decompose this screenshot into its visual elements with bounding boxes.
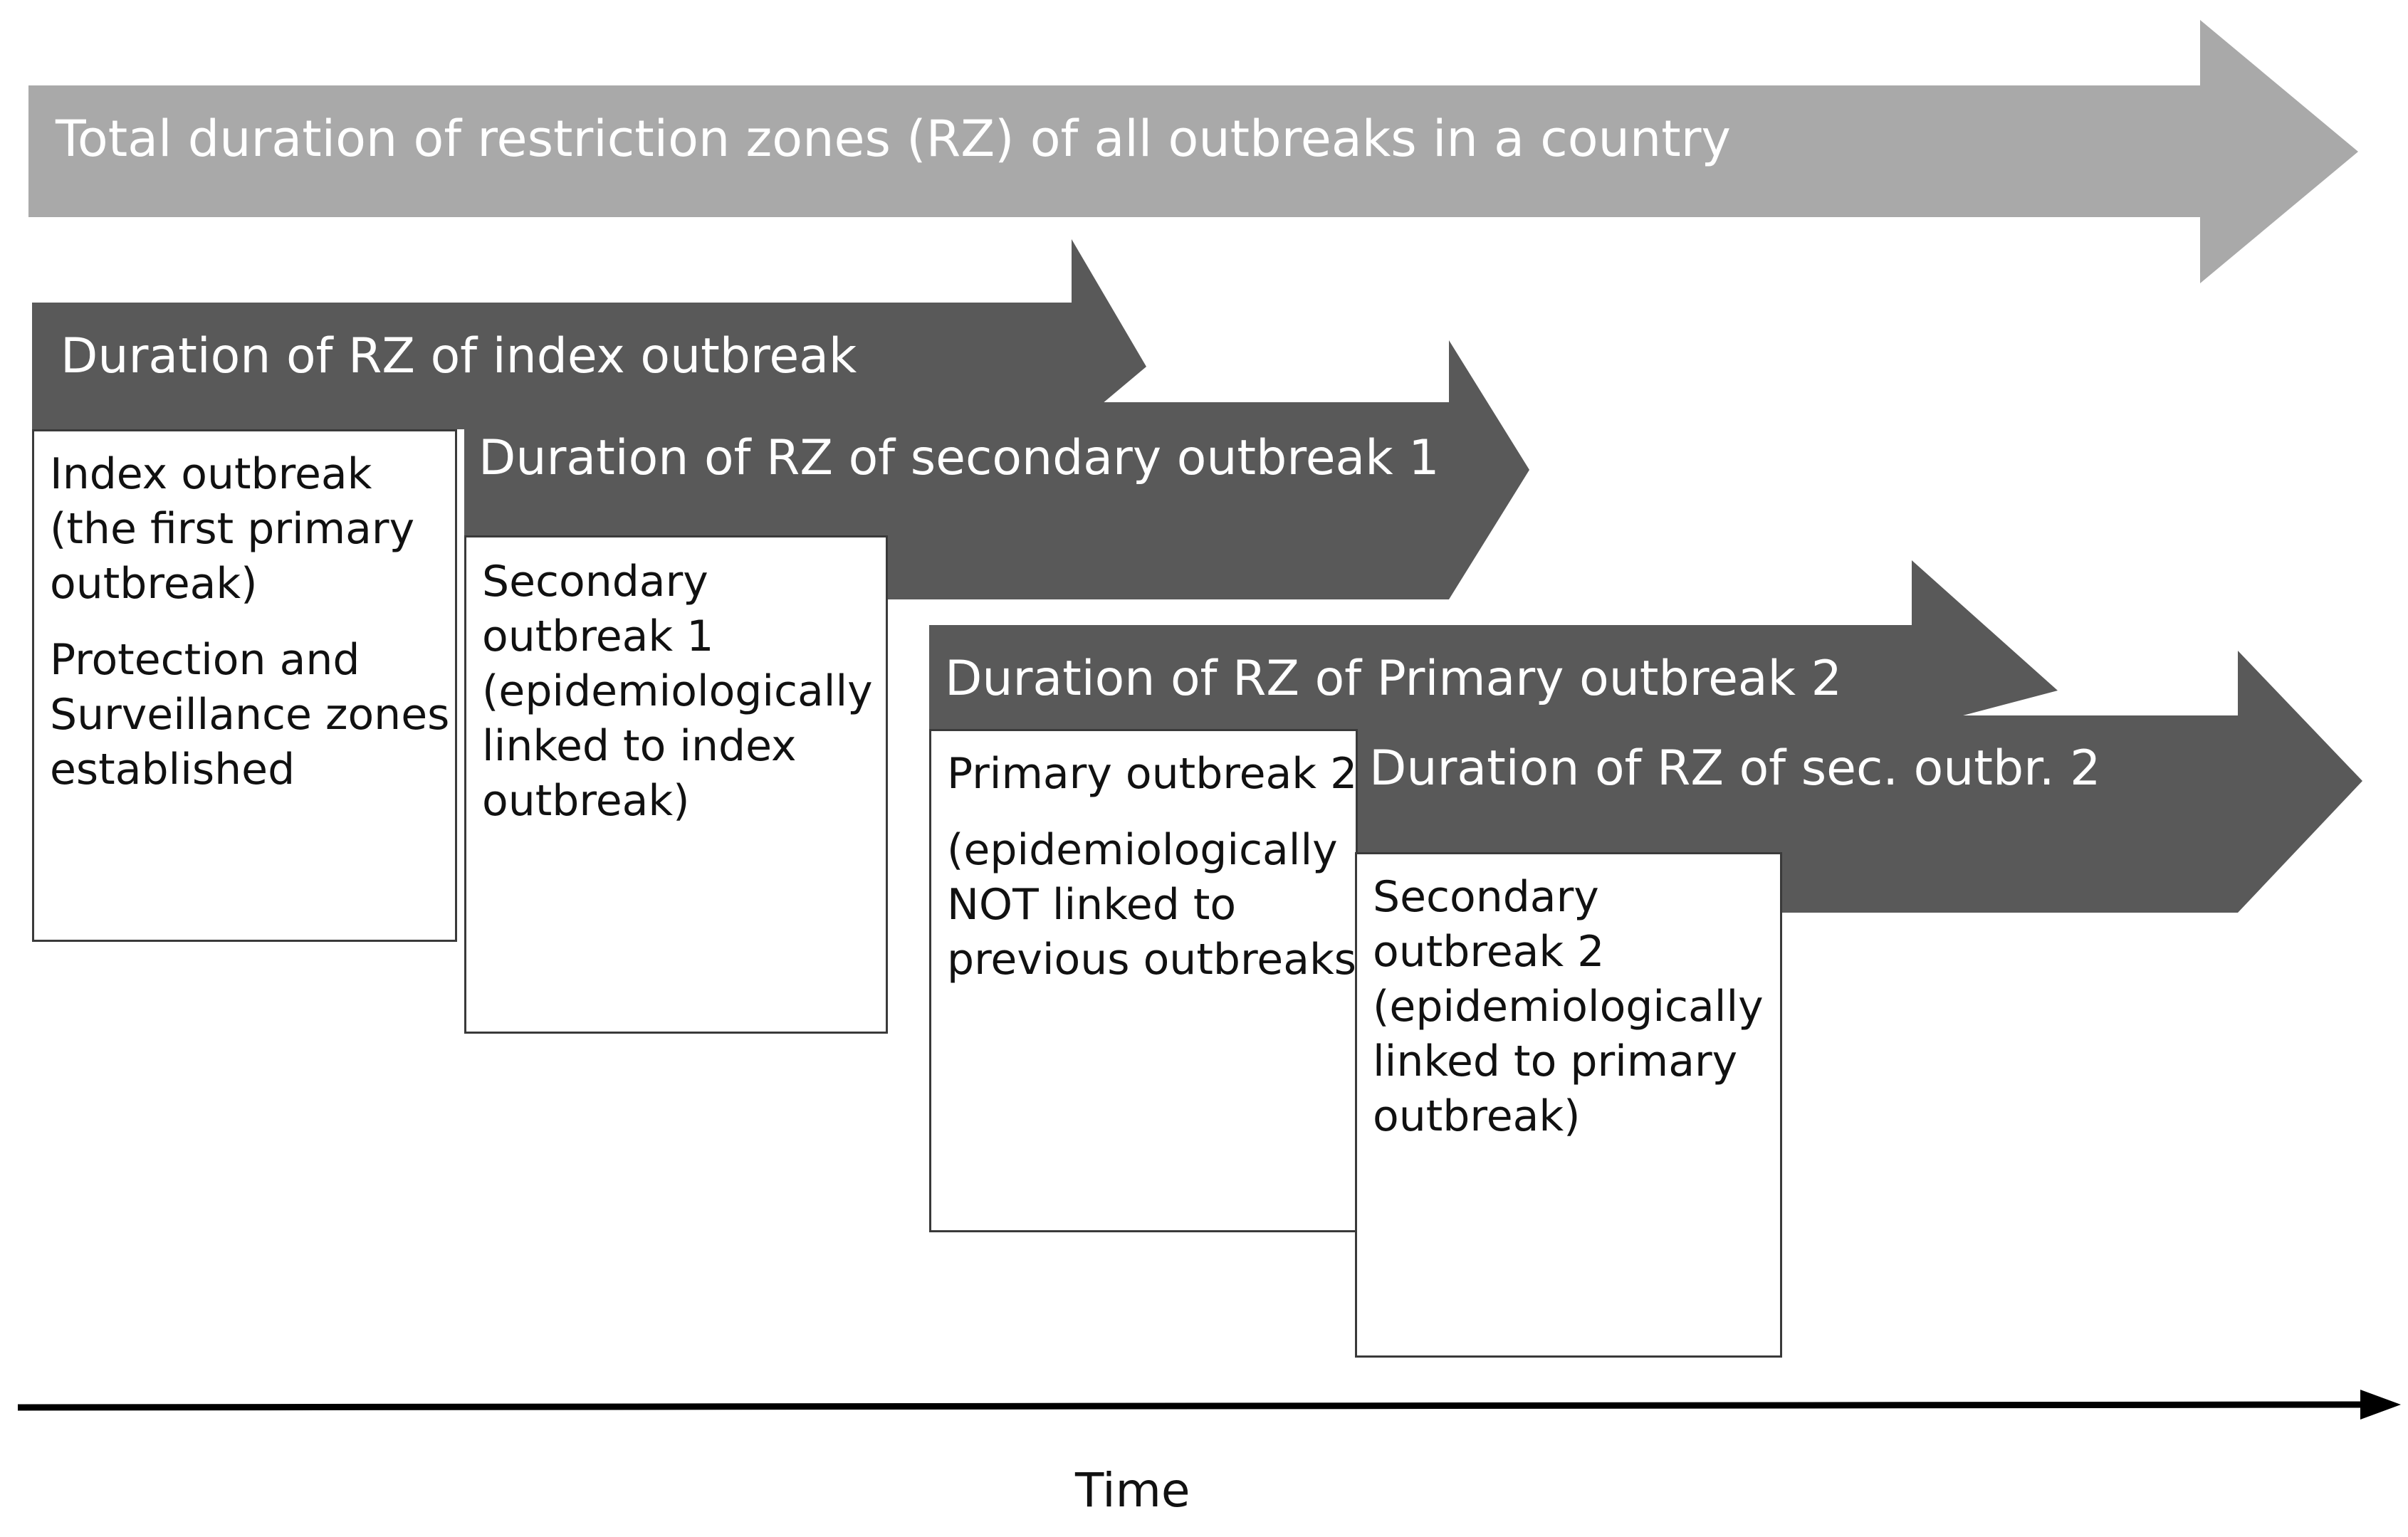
secondary-outbreak-1-box: Secondary outbreak 1 (epidemiologically …	[464, 535, 888, 1034]
index-box-line: established	[50, 745, 295, 794]
primary-outbreak-2-box: Primary outbreak 2 (epidemiologically NO…	[929, 729, 1373, 1232]
time-axis-label: Time	[1075, 1463, 1190, 1518]
index-outbreak-box: Index outbreak (the first primary outbre…	[32, 429, 457, 942]
secondary1-box-line: Secondary	[482, 557, 708, 607]
index-box-line: Surveillance zones	[50, 690, 450, 740]
primary2-box-line: NOT linked to	[947, 880, 1237, 930]
secondary1-box-line: linked to index	[482, 721, 797, 771]
secondary1-box-line: (epidemiologically	[482, 666, 873, 716]
secondary2-box-line: outbreak 2	[1373, 927, 1605, 977]
secondary1-duration-label: Duration of RZ of secondary outbreak 1	[478, 430, 1440, 486]
index-box-line: (the first primary	[50, 504, 415, 554]
primary2-duration-label: Duration of RZ of Primary outbreak 2	[945, 651, 1842, 707]
secondary-outbreak-1-arrow	[464, 340, 1529, 599]
total-duration-label: Total duration of restriction zones (RZ)…	[56, 110, 1731, 168]
primary2-box-line: Primary outbreak 2	[947, 749, 1358, 799]
index-box-line: Index outbreak	[50, 449, 372, 499]
time-axis-arrowhead	[2360, 1390, 2401, 1420]
secondary2-duration-label: Duration of RZ of sec. outbr. 2	[1369, 740, 2101, 797]
primary2-box-line: (epidemiologically	[947, 825, 1338, 875]
primary-outbreak-2-arrow	[929, 560, 2058, 729]
secondary1-box-line: outbreak)	[482, 776, 690, 826]
index-duration-label: Duration of RZ of index outbreak	[61, 328, 857, 384]
index-outbreak-arrow	[32, 239, 1146, 429]
index-box-line: Protection and	[50, 635, 360, 685]
secondary2-box-line: Secondary	[1373, 872, 1599, 922]
secondary2-box-line: (epidemiologically	[1373, 982, 1764, 1032]
secondary2-box-line: linked to primary	[1373, 1037, 1738, 1086]
time-axis-line	[17, 1401, 2363, 1411]
primary2-box-line: previous outbreaks)	[947, 935, 1373, 985]
secondary1-box-line: outbreak 1	[482, 612, 714, 661]
secondary-outbreak-2-arrow	[1355, 651, 2362, 913]
secondary2-box-line: outbreak)	[1373, 1091, 1581, 1141]
index-box-line: outbreak)	[50, 559, 258, 609]
secondary-outbreak-2-box: Secondary outbreak 2 (epidemiologically …	[1355, 852, 1782, 1358]
total-duration-arrow	[28, 20, 2358, 283]
